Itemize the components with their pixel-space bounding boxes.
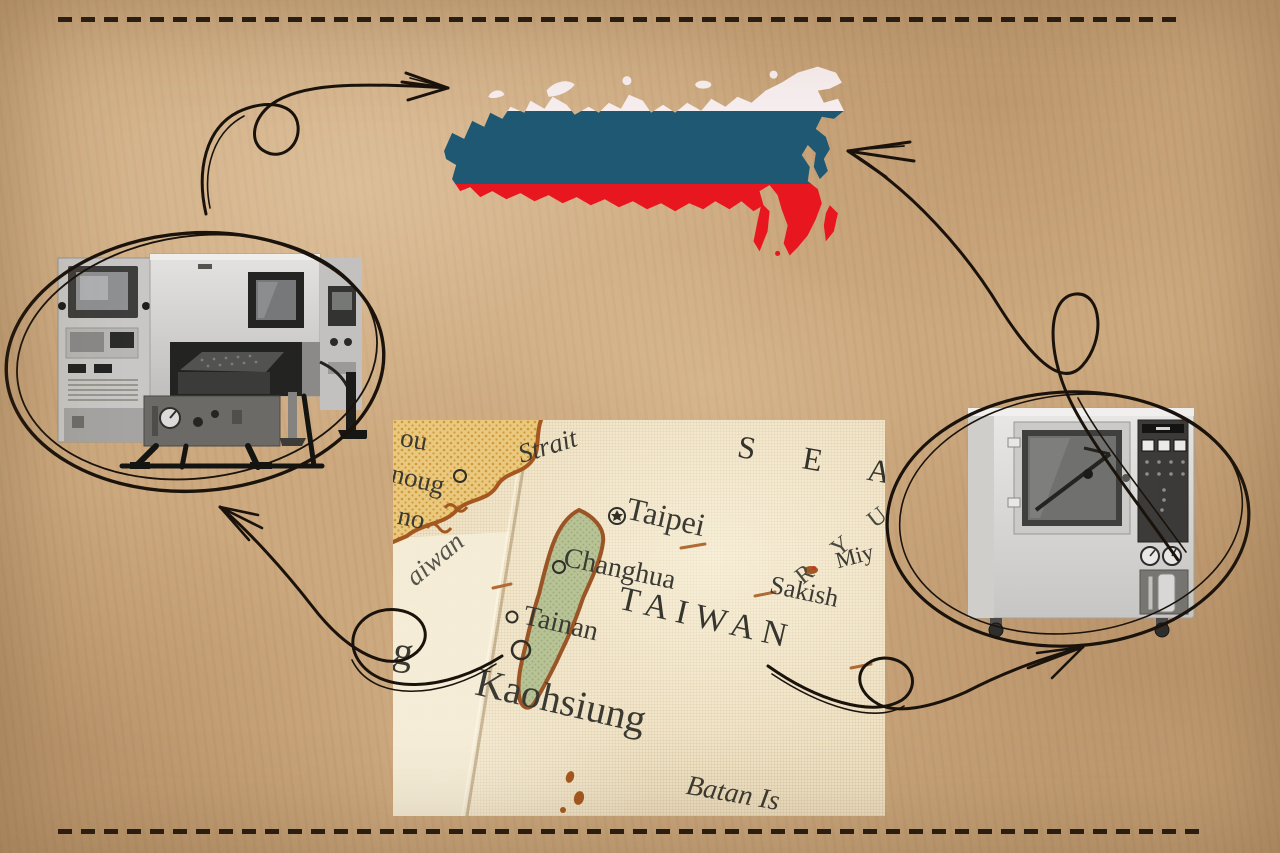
bottom-dashed-border	[58, 829, 1204, 834]
taiwan-island	[516, 507, 606, 710]
map-label-fragment-no: no	[395, 500, 428, 536]
right-machine-illustration	[967, 407, 1195, 638]
top-dashed-border	[58, 17, 1180, 22]
kaohsiung-marker	[510, 639, 532, 661]
russia-flag-map	[430, 54, 858, 262]
flow-arrow-left-machine-to-russia	[200, 71, 450, 216]
tainan-marker	[505, 610, 519, 624]
changhua-marker	[552, 560, 566, 574]
right-test-chamber-photo	[960, 398, 1222, 640]
left-test-chamber-photo	[52, 242, 367, 470]
left-machine-illustration	[57, 253, 367, 470]
russia-silhouette	[444, 66, 844, 256]
taiwan-vintage-map: ou noug no Strait S E A R Y U Miy Sakish…	[393, 420, 885, 816]
map-label-fragment-ou: ou	[398, 422, 430, 457]
taipei-marker	[608, 507, 626, 525]
